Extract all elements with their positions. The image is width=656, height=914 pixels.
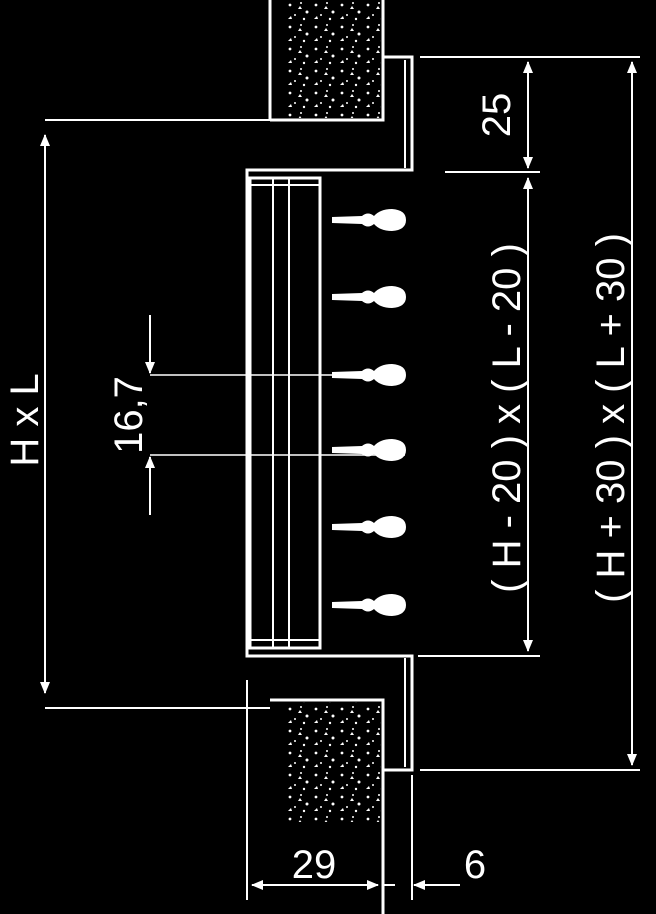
label-outer-size: ( H + 30 ) x ( L + 30 ) [589,233,633,603]
label-nominal-size: H x L [3,373,47,466]
dimension-inner-size [418,177,540,657]
blade-1 [332,209,406,231]
blade-row [332,209,406,616]
dimension-wall-depth [246,680,384,900]
blade-2 [332,286,406,308]
label-slot-pitch: 16,7 [107,376,151,454]
label-wall-depth: 29 [292,843,337,887]
dimension-flange-depth [420,56,640,173]
dimension-slot-pitch [145,315,405,515]
label-frame-thickness: 6 [464,843,486,887]
label-flange-depth: 25 [475,93,519,138]
dimension-frame-thickness [383,775,460,900]
dimension-outer-size [420,61,640,771]
blade-6 [332,594,406,616]
louvre-body [248,176,322,650]
blade-4 [332,439,406,461]
blade-5 [332,516,406,538]
dimension-h-x-l [40,119,270,709]
frame-outline [245,55,414,772]
label-inner-size: ( H - 20 ) x ( L - 20 ) [485,243,529,593]
blade-3 [332,364,406,386]
wall-top [268,0,385,122]
